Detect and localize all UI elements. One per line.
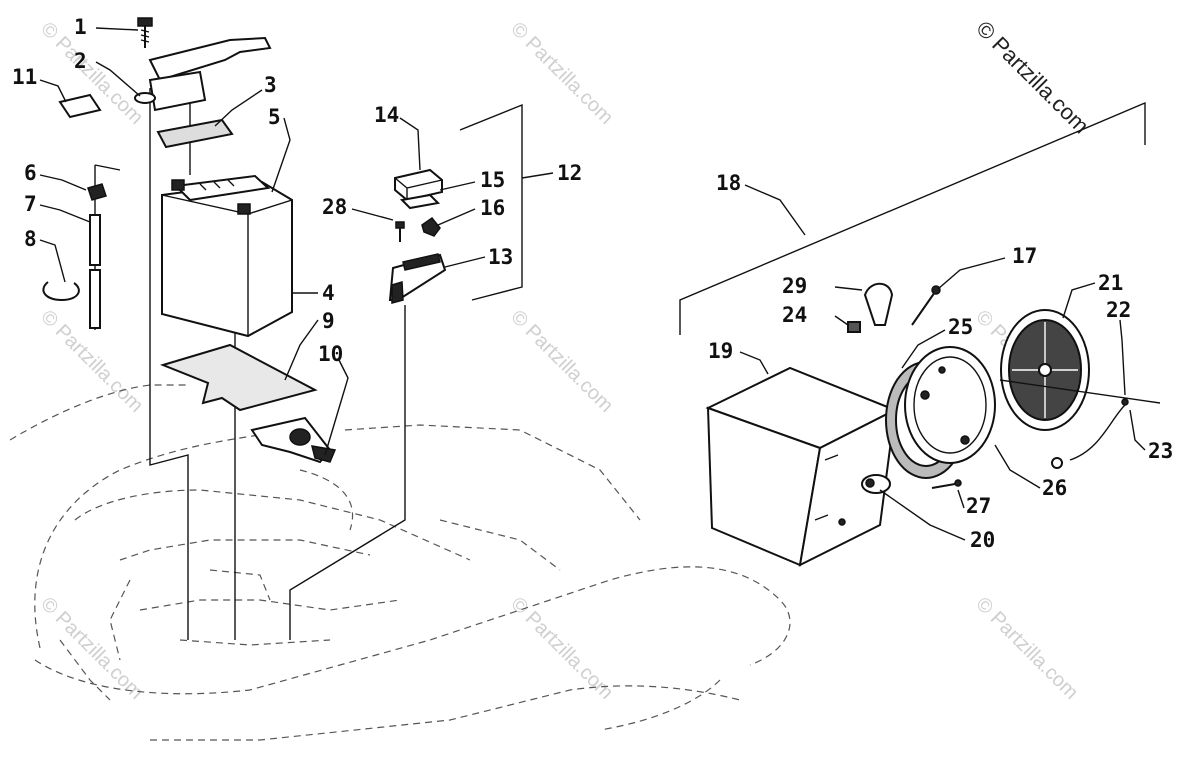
callout-number: 6 xyxy=(24,161,37,185)
callout-number: 27 xyxy=(966,494,991,518)
terminal-cover xyxy=(87,183,107,201)
screw xyxy=(911,285,941,326)
callout-labels: 1 2 3 4 5 6 7 8 9 10 11 12 13 14 15 16 1… xyxy=(12,15,1173,552)
callout-number: 7 xyxy=(24,192,37,216)
watermark: © Partzilla.com xyxy=(971,593,1082,704)
callout-number: 20 xyxy=(970,528,995,552)
lid-ring xyxy=(904,346,996,464)
callout-number: 5 xyxy=(268,105,281,129)
vent-tube xyxy=(89,214,101,329)
fuse-spacer xyxy=(399,193,441,210)
callout-number: 11 xyxy=(12,65,37,89)
watermark: © Partzilla.com xyxy=(506,306,617,417)
callout-number: 26 xyxy=(1042,476,1067,500)
lid xyxy=(1000,309,1090,431)
callout-number: 19 xyxy=(708,339,733,363)
callout-number: 24 xyxy=(782,303,807,327)
battery-tray-pad xyxy=(159,343,318,412)
callout-number: 23 xyxy=(1148,439,1173,463)
callout-number: 17 xyxy=(1012,244,1037,268)
storage-box xyxy=(705,366,898,567)
screw xyxy=(395,221,405,242)
callout-number: 10 xyxy=(318,342,343,366)
top-pad xyxy=(156,118,234,149)
callout-number: 16 xyxy=(480,196,505,220)
copyright-notice: © Partzilla.com xyxy=(971,16,1094,139)
fuse-clip xyxy=(421,216,441,237)
group-12-bracket xyxy=(459,103,523,301)
harness-connector xyxy=(250,416,337,464)
clamp xyxy=(863,282,894,326)
callout-number: 22 xyxy=(1106,298,1131,322)
fuse-holder xyxy=(388,253,447,304)
callout-number: 1 xyxy=(74,15,87,39)
callout-number: 2 xyxy=(74,49,87,73)
callout-number: 15 xyxy=(480,168,505,192)
leader-lines xyxy=(39,27,1146,541)
watermark: © Partzilla.com xyxy=(506,18,617,129)
clamp-ring xyxy=(42,281,80,302)
callout-number: 18 xyxy=(716,171,741,195)
watermark: © Partzilla.com xyxy=(506,593,617,704)
group-18-bracket xyxy=(679,101,1146,335)
callout-number: 29 xyxy=(782,274,807,298)
callout-number: 21 xyxy=(1098,271,1123,295)
callout-number: 14 xyxy=(374,103,399,127)
watermark: © Partzilla.com xyxy=(36,593,147,704)
pin xyxy=(931,479,962,489)
callout-number: 28 xyxy=(322,195,347,219)
grommet xyxy=(847,321,861,333)
bolt xyxy=(137,17,153,48)
lid-axis xyxy=(999,379,1161,404)
battery xyxy=(161,174,293,338)
vehicle-outline xyxy=(9,384,791,741)
callout-number: 25 xyxy=(948,315,973,339)
hold-down-strap xyxy=(148,36,272,112)
callout-number: 4 xyxy=(322,281,335,305)
callout-number: 13 xyxy=(488,245,513,269)
lanyard xyxy=(1051,398,1129,469)
callout-number: 9 xyxy=(322,309,335,333)
callout-number: 8 xyxy=(24,227,37,251)
fuse xyxy=(394,168,443,202)
small-pad xyxy=(58,93,102,119)
callout-number: 12 xyxy=(557,161,582,185)
callout-number: 3 xyxy=(264,73,277,97)
